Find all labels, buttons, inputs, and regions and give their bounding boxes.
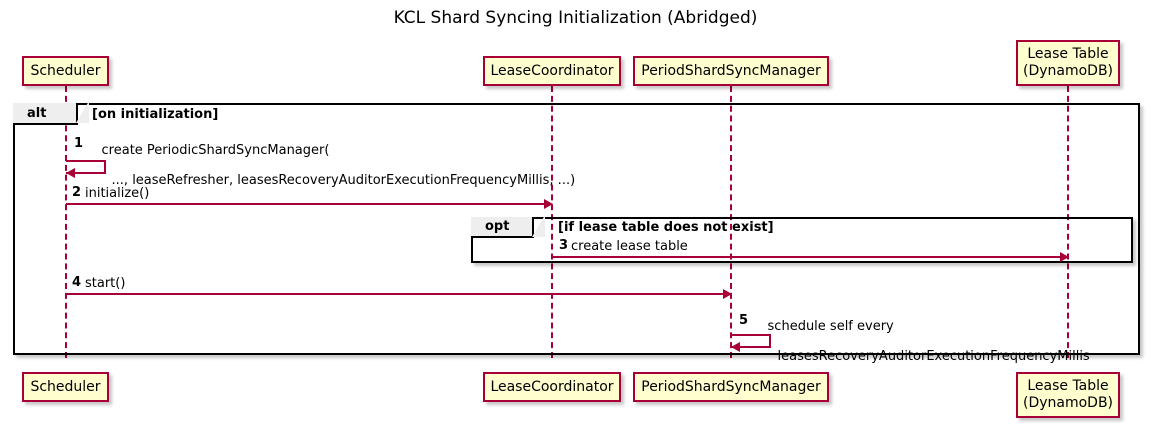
participant-leasecoordinator-top-label: LeaseCoordinator <box>490 62 614 79</box>
participant-scheduler-bottom-label: Scheduler <box>30 378 101 395</box>
participant-leasetable-bottom-label-line1: Lease Table <box>1027 378 1109 394</box>
message-4-arrowhead <box>723 289 732 299</box>
participant-scheduler-top[interactable]: Scheduler <box>22 56 109 86</box>
participant-leasecoordinator-bottom[interactable]: LeaseCoordinator <box>483 372 621 402</box>
message-1-arrowhead <box>66 168 75 178</box>
participant-leasetable-bottom[interactable]: Lease Table (DynamoDB) <box>1016 372 1120 418</box>
opt-fragment-condition: [if lease table does not exist] <box>558 220 774 235</box>
message-3-line <box>552 256 1060 258</box>
opt-fragment-tab: opt <box>471 215 545 238</box>
participant-periodshardsyncmanager-bottom[interactable]: PeriodShardSyncManager <box>633 372 829 402</box>
message-5-arrowhead <box>731 342 740 352</box>
participant-leasecoordinator-top[interactable]: LeaseCoordinator <box>483 56 621 86</box>
lifeline-leasecoordinator <box>551 86 553 358</box>
participant-leasetable-top-label-line1: Lease Table <box>1027 46 1109 62</box>
alt-fragment-tab: alt <box>13 101 89 125</box>
alt-fragment-frame <box>13 103 1140 355</box>
message-3-label: create lease table <box>571 239 688 254</box>
message-2-label: initialize() <box>85 186 150 201</box>
message-1-text-line1: create PeriodicShardSyncManager( <box>101 143 330 158</box>
message-5-self-loop <box>731 334 771 348</box>
message-5-text-line2: leasesRecoveryAuditorExecutionFrequencyM… <box>777 349 1090 364</box>
message-1-number: 1 <box>74 136 84 151</box>
participant-leasecoordinator-bottom-label: LeaseCoordinator <box>490 378 614 395</box>
participant-periodshardsyncmanager-top[interactable]: PeriodShardSyncManager <box>633 56 829 86</box>
page-title: KCL Shard Syncing Initialization (Abridg… <box>393 8 758 28</box>
message-2-arrowhead <box>544 199 553 209</box>
alt-fragment-operator-label: alt <box>27 105 47 121</box>
participant-leasetable-top[interactable]: Lease Table (DynamoDB) <box>1016 40 1120 86</box>
message-1-label: create PeriodicShardSyncManager( ..., le… <box>85 128 576 203</box>
message-5-text-line1: schedule self every <box>767 319 894 334</box>
opt-fragment-frame <box>471 217 1133 263</box>
alt-fragment-condition: [on initialization] <box>92 107 219 122</box>
message-3-arrowhead <box>1060 252 1069 262</box>
lifeline-leasetable <box>1067 86 1069 358</box>
participant-scheduler-bottom[interactable]: Scheduler <box>22 372 109 402</box>
opt-fragment-operator-label: opt <box>485 219 510 234</box>
participant-leasetable-top-label-line2: (DynamoDB) <box>1022 63 1114 79</box>
message-4-line <box>66 293 723 295</box>
lifeline-periodshardsyncmanager <box>730 86 732 358</box>
lifeline-scheduler <box>65 86 67 358</box>
message-1-text-line2: ..., leaseRefresher, leasesRecoveryAudit… <box>111 173 576 188</box>
message-1-self-loop <box>66 160 106 174</box>
message-4-label: start() <box>85 276 126 291</box>
message-2-number: 2 <box>72 185 82 200</box>
message-3-number: 3 <box>559 238 569 253</box>
message-5-number: 5 <box>739 313 749 328</box>
participant-scheduler-top-label: Scheduler <box>30 62 101 79</box>
participant-periodshardsyncmanager-top-label: PeriodShardSyncManager <box>641 62 821 79</box>
participant-leasetable-bottom-label-line2: (DynamoDB) <box>1022 395 1114 411</box>
message-5-label: schedule self every leasesRecoveryAudito… <box>751 304 1090 379</box>
message-2-line <box>66 203 544 205</box>
participant-periodshardsyncmanager-bottom-label: PeriodShardSyncManager <box>641 378 821 395</box>
message-4-number: 4 <box>72 275 82 290</box>
